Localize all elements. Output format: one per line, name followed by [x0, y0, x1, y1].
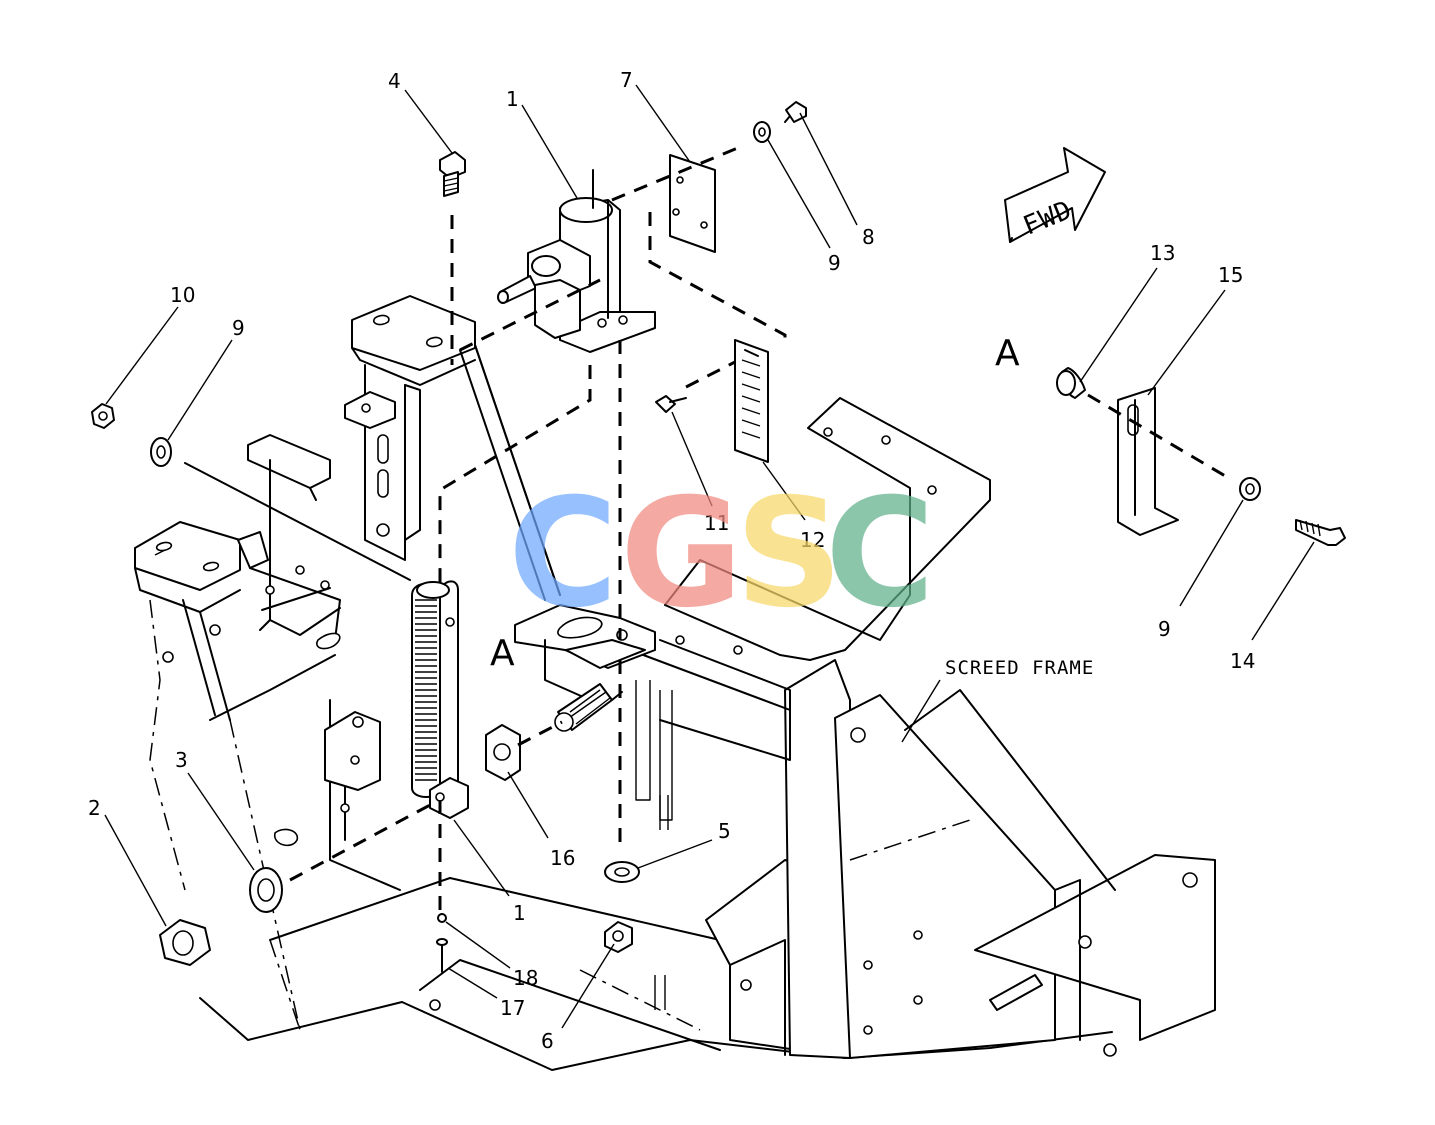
detail-a-drawing: [1056, 367, 1346, 546]
callout-13: 13: [1150, 241, 1175, 265]
callout-9-right: 9: [1158, 617, 1171, 641]
callout-1-bottom: 1: [513, 901, 526, 925]
decal-drawing: [734, 339, 769, 463]
callout-14: 14: [1230, 649, 1255, 673]
square-washer-drawing: [485, 724, 521, 781]
upper-left-bracket-drawing: [247, 295, 476, 636]
leader-lines: [104, 84, 1315, 1029]
watermark-letter-3: S: [735, 467, 843, 641]
callout-12: 12: [800, 528, 825, 552]
latch-plate-drawing: [514, 604, 656, 701]
diagonal-strut-drawing: [459, 344, 561, 601]
callout-1-top: 1: [506, 87, 519, 111]
watermark-letter-1: C: [508, 467, 618, 641]
angle-plate-drawing: [664, 397, 991, 661]
callout-10: 10: [170, 283, 195, 307]
fwd-arrow: FWD: [1004, 147, 1106, 243]
screed-frame-label: SCREED FRAME: [945, 657, 1094, 679]
small-hardware-drawing: [91, 101, 807, 973]
callout-16: 16: [550, 846, 575, 870]
callout-9-left: 9: [232, 316, 245, 340]
callout-9-top: 9: [828, 251, 841, 275]
latch-handle-drawing: [411, 580, 469, 819]
callout-11: 11: [704, 511, 729, 535]
view-a-detail-label: A: [995, 333, 1020, 374]
callout-numbers: 4 1 7 8 9 10 9 13 15 11 12 9 14 3 2 5 16…: [88, 68, 1255, 1053]
callout-3: 3: [175, 748, 188, 772]
screed-frame-drawing: [199, 639, 1216, 1071]
assembly-lines: [184, 143, 787, 915]
callout-4: 4: [388, 69, 401, 93]
watermark-letter-2: G: [620, 467, 743, 641]
callout-15: 15: [1218, 263, 1243, 287]
view-a-main-label: A: [490, 633, 515, 674]
watermark-logo: C G S C: [508, 467, 935, 641]
callout-7: 7: [620, 68, 633, 92]
callout-18: 18: [513, 966, 538, 990]
latch-assembly-drawing: [497, 169, 656, 353]
callout-6: 6: [541, 1029, 554, 1053]
callout-17: 17: [500, 996, 525, 1020]
callout-2: 2: [88, 796, 101, 820]
watermark-letter-4: C: [825, 467, 935, 641]
callout-5: 5: [718, 819, 731, 843]
spring-drawing: [554, 683, 623, 732]
callout-8: 8: [862, 225, 875, 249]
mounting-plate-drawing: [669, 154, 716, 253]
